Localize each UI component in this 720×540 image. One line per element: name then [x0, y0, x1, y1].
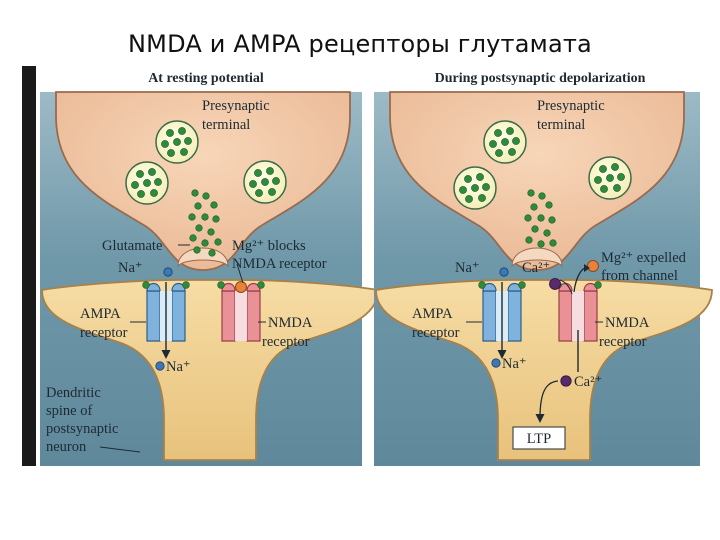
arrowhead-icon [161, 350, 171, 359]
mg-ion-icon [235, 281, 247, 293]
ca-ion-icon [549, 278, 561, 290]
ca-top-label-right: Ca²⁺ [522, 260, 550, 276]
glutamate-cluster-right [524, 189, 557, 248]
ltp-arrow [539, 380, 559, 419]
arrowhead-icon [497, 350, 507, 359]
na-bottom-label-right: Na⁺ [502, 356, 527, 372]
slide-title: NMDA и AMPA рецепторы глутамата [128, 30, 592, 58]
presynaptic-label-right: Presynaptic [537, 98, 605, 114]
vesicle-icon [588, 156, 632, 200]
left-panel: At resting potential [40, 66, 379, 466]
ltp-label: LTP [527, 431, 551, 447]
dendritic-spine-label: Dendritic [46, 385, 101, 401]
ca-entry-arrow [559, 279, 573, 295]
na-top-label-right: Na⁺ [455, 260, 480, 276]
mg-expelled-label: Mg²⁺ expelled [601, 250, 687, 266]
na-bottom-label-left: Na⁺ [166, 359, 191, 375]
right-panel-header: During postsynaptic depolarization [435, 71, 646, 86]
ltp-box [512, 426, 566, 450]
glutamate-label: Glutamate [102, 238, 162, 254]
nmda-receptor-left [217, 281, 265, 342]
ampa-label-left-2: receptor [80, 325, 128, 341]
ampa-receptor-right [478, 281, 526, 342]
dendritic-spine-label-2: spine of [46, 403, 92, 419]
ampa-label-right: AMPA [412, 306, 453, 322]
accent-bar [22, 66, 36, 466]
nmda-label-left: NMDA [268, 315, 313, 331]
ca-ion-icon [560, 375, 572, 387]
glutamate-cluster-left [188, 189, 222, 257]
na-top-label-left: Na⁺ [118, 260, 143, 276]
dendritic-spine-label-4: neuron [46, 439, 87, 455]
ampa-receptor-left [142, 281, 190, 342]
right-panel: During postsynaptic depolarization [374, 66, 713, 466]
presynaptic-label-right-2: terminal [537, 117, 585, 133]
mg-blocks-label: Mg²⁺ blocks [232, 238, 306, 254]
ampa-label-right-2: receptor [412, 325, 460, 341]
arrowhead-icon [535, 414, 545, 423]
vesicle-icon [243, 160, 287, 204]
presynaptic-label-left-2: terminal [202, 117, 250, 133]
nmda-label-right-2: receptor [599, 334, 647, 350]
dendritic-spine-label-3: postsynaptic [46, 421, 119, 437]
mg-ion-icon [587, 260, 599, 272]
na-ion-icon [163, 267, 173, 277]
left-panel-header: At resting potential [148, 71, 264, 86]
nmda-label-right: NMDA [605, 315, 650, 331]
arrowhead-icon [584, 264, 590, 272]
mg-expelled-label-2: from channel [601, 268, 678, 284]
vesicle-icon [125, 161, 169, 205]
vesicle-icon [155, 120, 199, 164]
vesicle-icon [453, 166, 497, 210]
ampa-label-left: AMPA [80, 306, 121, 322]
nmda-label-left-2: receptor [262, 334, 310, 350]
presynaptic-label-left: Presynaptic [202, 98, 270, 114]
na-ion-icon [155, 361, 165, 371]
ca-bottom-label-right: Ca²⁺ [574, 374, 602, 390]
na-ion-icon [491, 358, 501, 368]
mg-blocks-label-2: NMDA receptor [232, 256, 327, 272]
vesicle-icon [483, 120, 527, 164]
na-ion-icon [499, 267, 509, 277]
